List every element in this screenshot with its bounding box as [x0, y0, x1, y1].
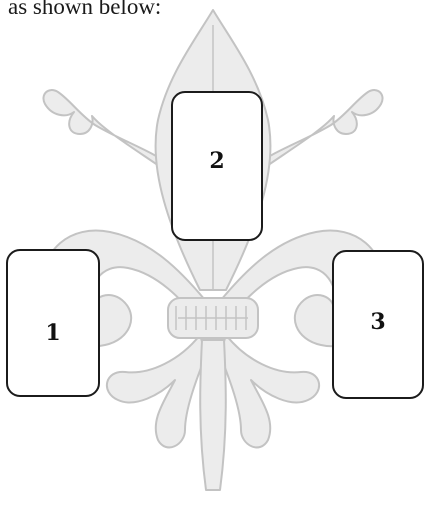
card-slot-1: 1 — [6, 249, 100, 397]
card-number-2: 2 — [209, 148, 224, 184]
card-slot-3: 3 — [332, 250, 424, 399]
card-number-1: 1 — [45, 300, 60, 346]
card-slot-2: 2 — [171, 91, 263, 241]
card-number-3: 3 — [370, 309, 385, 341]
